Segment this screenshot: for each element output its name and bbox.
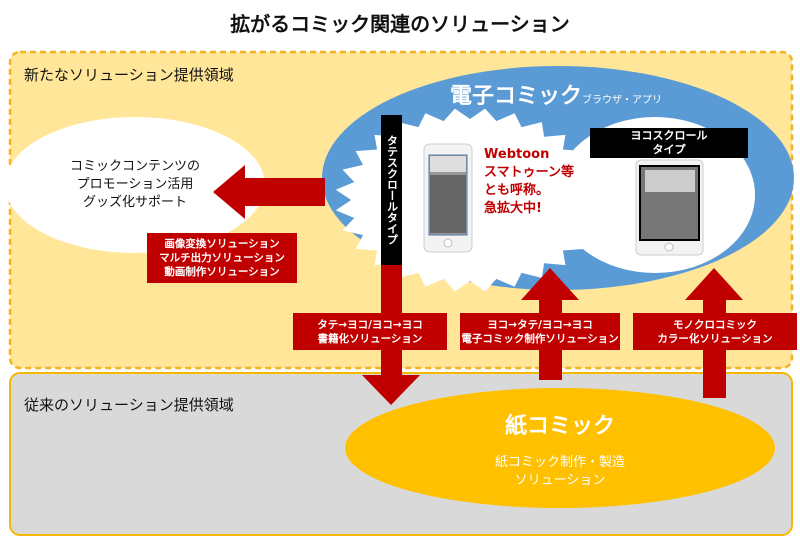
promo-solutions-box: 画像変換ソリューション マルチ出力ソリューション 動画制作ソリューション (147, 233, 297, 283)
page-title: 拡がるコミック関連のソリューション (230, 12, 570, 36)
left-arrow (213, 165, 325, 219)
old-area-label: 従来のソリューション提供領域 (24, 396, 234, 414)
paper-comic-text: 紙コミック 紙コミック制作・製造 ソリューション (494, 414, 625, 488)
tablet-icon (635, 159, 704, 256)
vertical-scroll-label: タテスクロールタイプ (381, 115, 402, 265)
colorize-solution-box: モノクロコミック カラー化ソリューション (633, 313, 797, 350)
smartphone-icon (423, 143, 473, 253)
horizontal-scroll-label: ヨコスクロール タイプ (590, 128, 748, 158)
book-solution-box: タテ→ヨコ/ヨコ→ヨコ 書籍化ソリューション (293, 313, 447, 350)
webtoon-callout: Webtoon スマトゥーン等 とも呼称。 急拡大中! (484, 147, 574, 216)
paper-comic-ellipse (345, 388, 775, 508)
digital-comic-title: 電子コミックブラウザ・アプリ (450, 84, 663, 109)
promo-text: コミックコンテンツの プロモーション活用 グッズ化サポート (69, 159, 200, 210)
promo-ellipse (5, 117, 265, 253)
ecomic-solution-box: ヨコ→タテ/ヨコ→ヨコ 電子コミック制作ソリューション (460, 313, 620, 350)
new-area-label: 新たなソリューション提供領域 (24, 66, 234, 84)
